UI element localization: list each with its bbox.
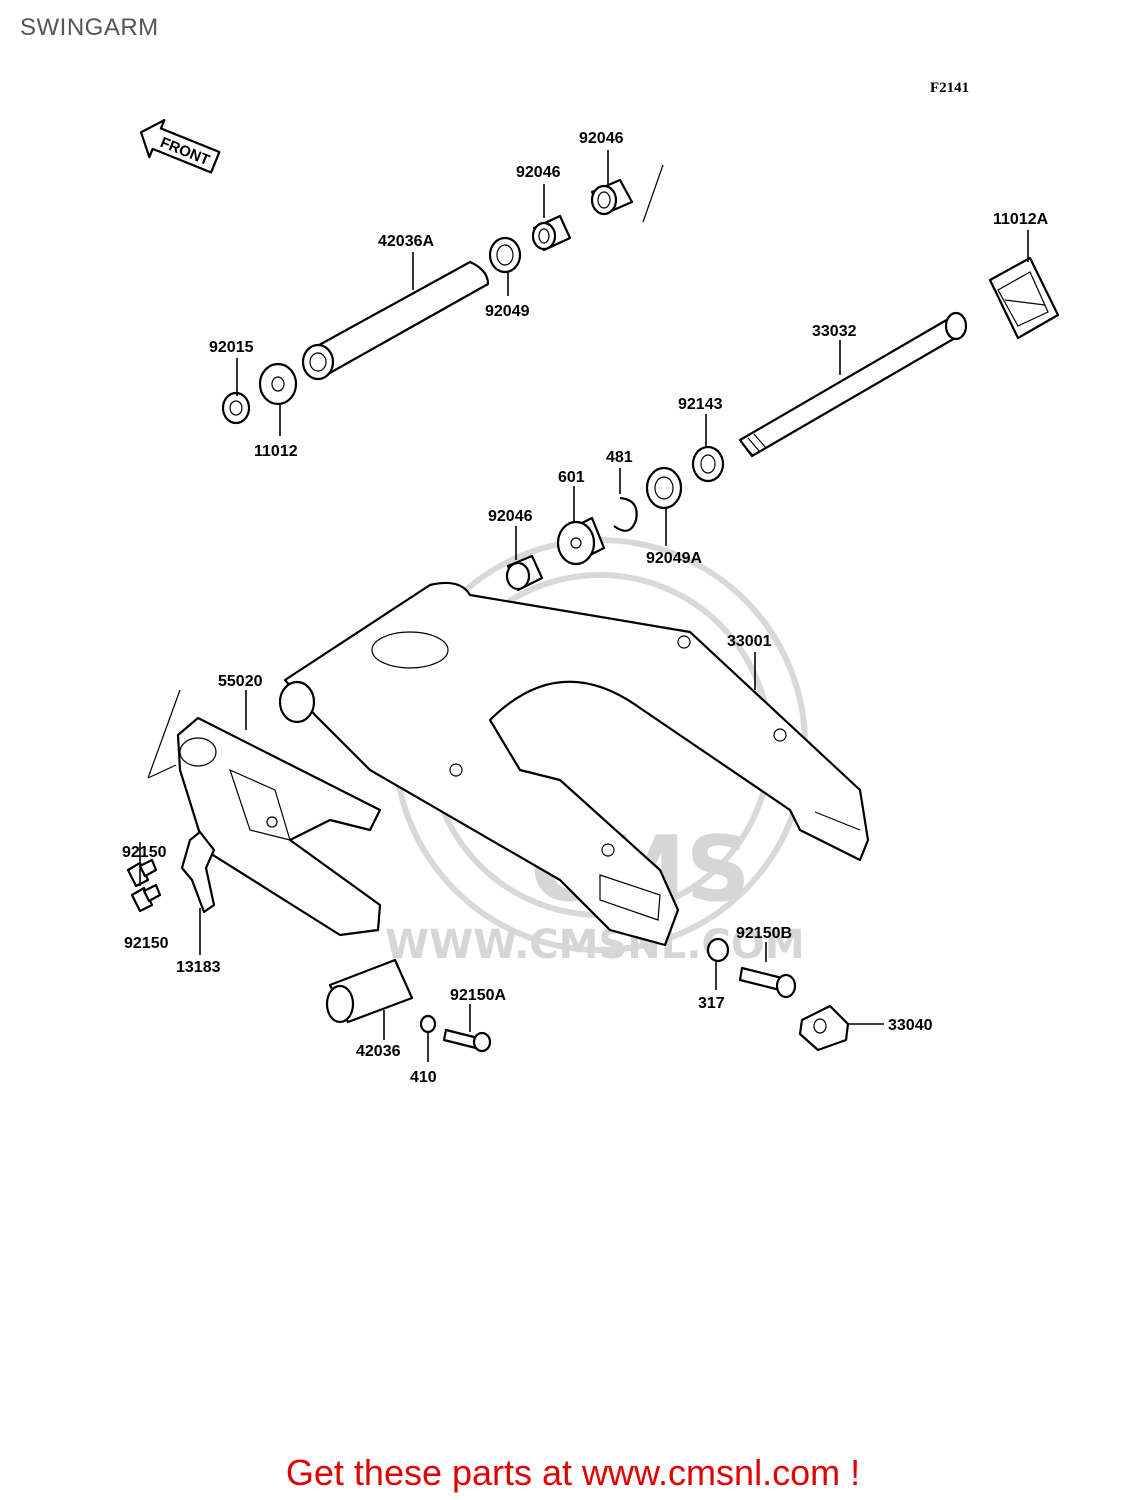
part-label-33001[interactable]: 33001 (727, 633, 772, 650)
front-arrow-icon: FRONT (139, 118, 221, 174)
collar-92143 (691, 445, 725, 483)
seal-92049 (488, 236, 522, 274)
part-label-92015[interactable]: 92015 (209, 339, 254, 356)
page-title: SWINGARM (20, 14, 159, 41)
part-label-11012A[interactable]: 11012A (993, 211, 1049, 228)
nut-92015 (221, 391, 251, 425)
washer-11012 (258, 362, 298, 406)
part-label-92150[interactable]: 92150 (122, 844, 167, 861)
part-label-13183[interactable]: 13183 (176, 959, 221, 976)
bracket-13183 (180, 830, 216, 914)
part-label-92150[interactable]: 92150 (124, 935, 169, 952)
part-label-33040[interactable]: 33040 (888, 1017, 933, 1034)
part-label-33032[interactable]: 33032 (812, 323, 857, 340)
part-label-92049A[interactable]: 92049A (646, 550, 702, 567)
part-label-410[interactable]: 410 (410, 1069, 437, 1086)
part-label-42036[interactable]: 42036 (356, 1043, 401, 1060)
bearing-92046-mid (531, 214, 572, 252)
figure-code: F2141 (930, 80, 969, 96)
part-label-92049[interactable]: 92049 (485, 303, 530, 320)
adjuster-block-33040 (798, 1004, 850, 1052)
bearing-601 (556, 516, 606, 566)
bolt-92150B (738, 966, 797, 999)
part-label-317[interactable]: 317 (698, 995, 725, 1012)
bolt-92150A (442, 1028, 492, 1053)
part-label-42036A[interactable]: 42036A (378, 233, 434, 250)
part-label-92143[interactable]: 92143 (678, 396, 723, 413)
circlip-481 (613, 496, 638, 532)
bolt-92150-lower (130, 883, 162, 913)
axle-33032 (738, 311, 968, 458)
seal-92049A (645, 466, 683, 510)
watermark-url: WWW.CMSNL.COM (385, 922, 805, 968)
part-label-11012[interactable]: 11012 (254, 443, 298, 460)
sleeve-42036A (301, 260, 490, 381)
part-label-601[interactable]: 601 (558, 469, 585, 486)
part-label-92046[interactable]: 92046 (579, 130, 624, 147)
bearing-92046-top (590, 178, 634, 216)
swingarm-33001 (278, 581, 870, 947)
part-label-92150A[interactable]: 92150A (450, 987, 506, 1004)
part-label-92150B[interactable]: 92150B (736, 925, 792, 942)
bearing-92046-lower (505, 554, 544, 592)
sleeve-42036 (325, 958, 414, 1024)
part-label-55020[interactable]: 55020 (218, 673, 263, 690)
part-label-92046[interactable]: 92046 (488, 508, 533, 525)
bolt-92150-upper (126, 858, 158, 888)
footer-cta-link[interactable]: Get these parts at www.cmsnl.com ! (285, 1452, 861, 1493)
nut-410 (419, 1014, 437, 1034)
cap-11012A (988, 256, 1060, 340)
part-label-481[interactable]: 481 (606, 449, 633, 466)
nut-317 (706, 937, 730, 963)
part-label-92046[interactable]: 92046 (516, 164, 561, 181)
